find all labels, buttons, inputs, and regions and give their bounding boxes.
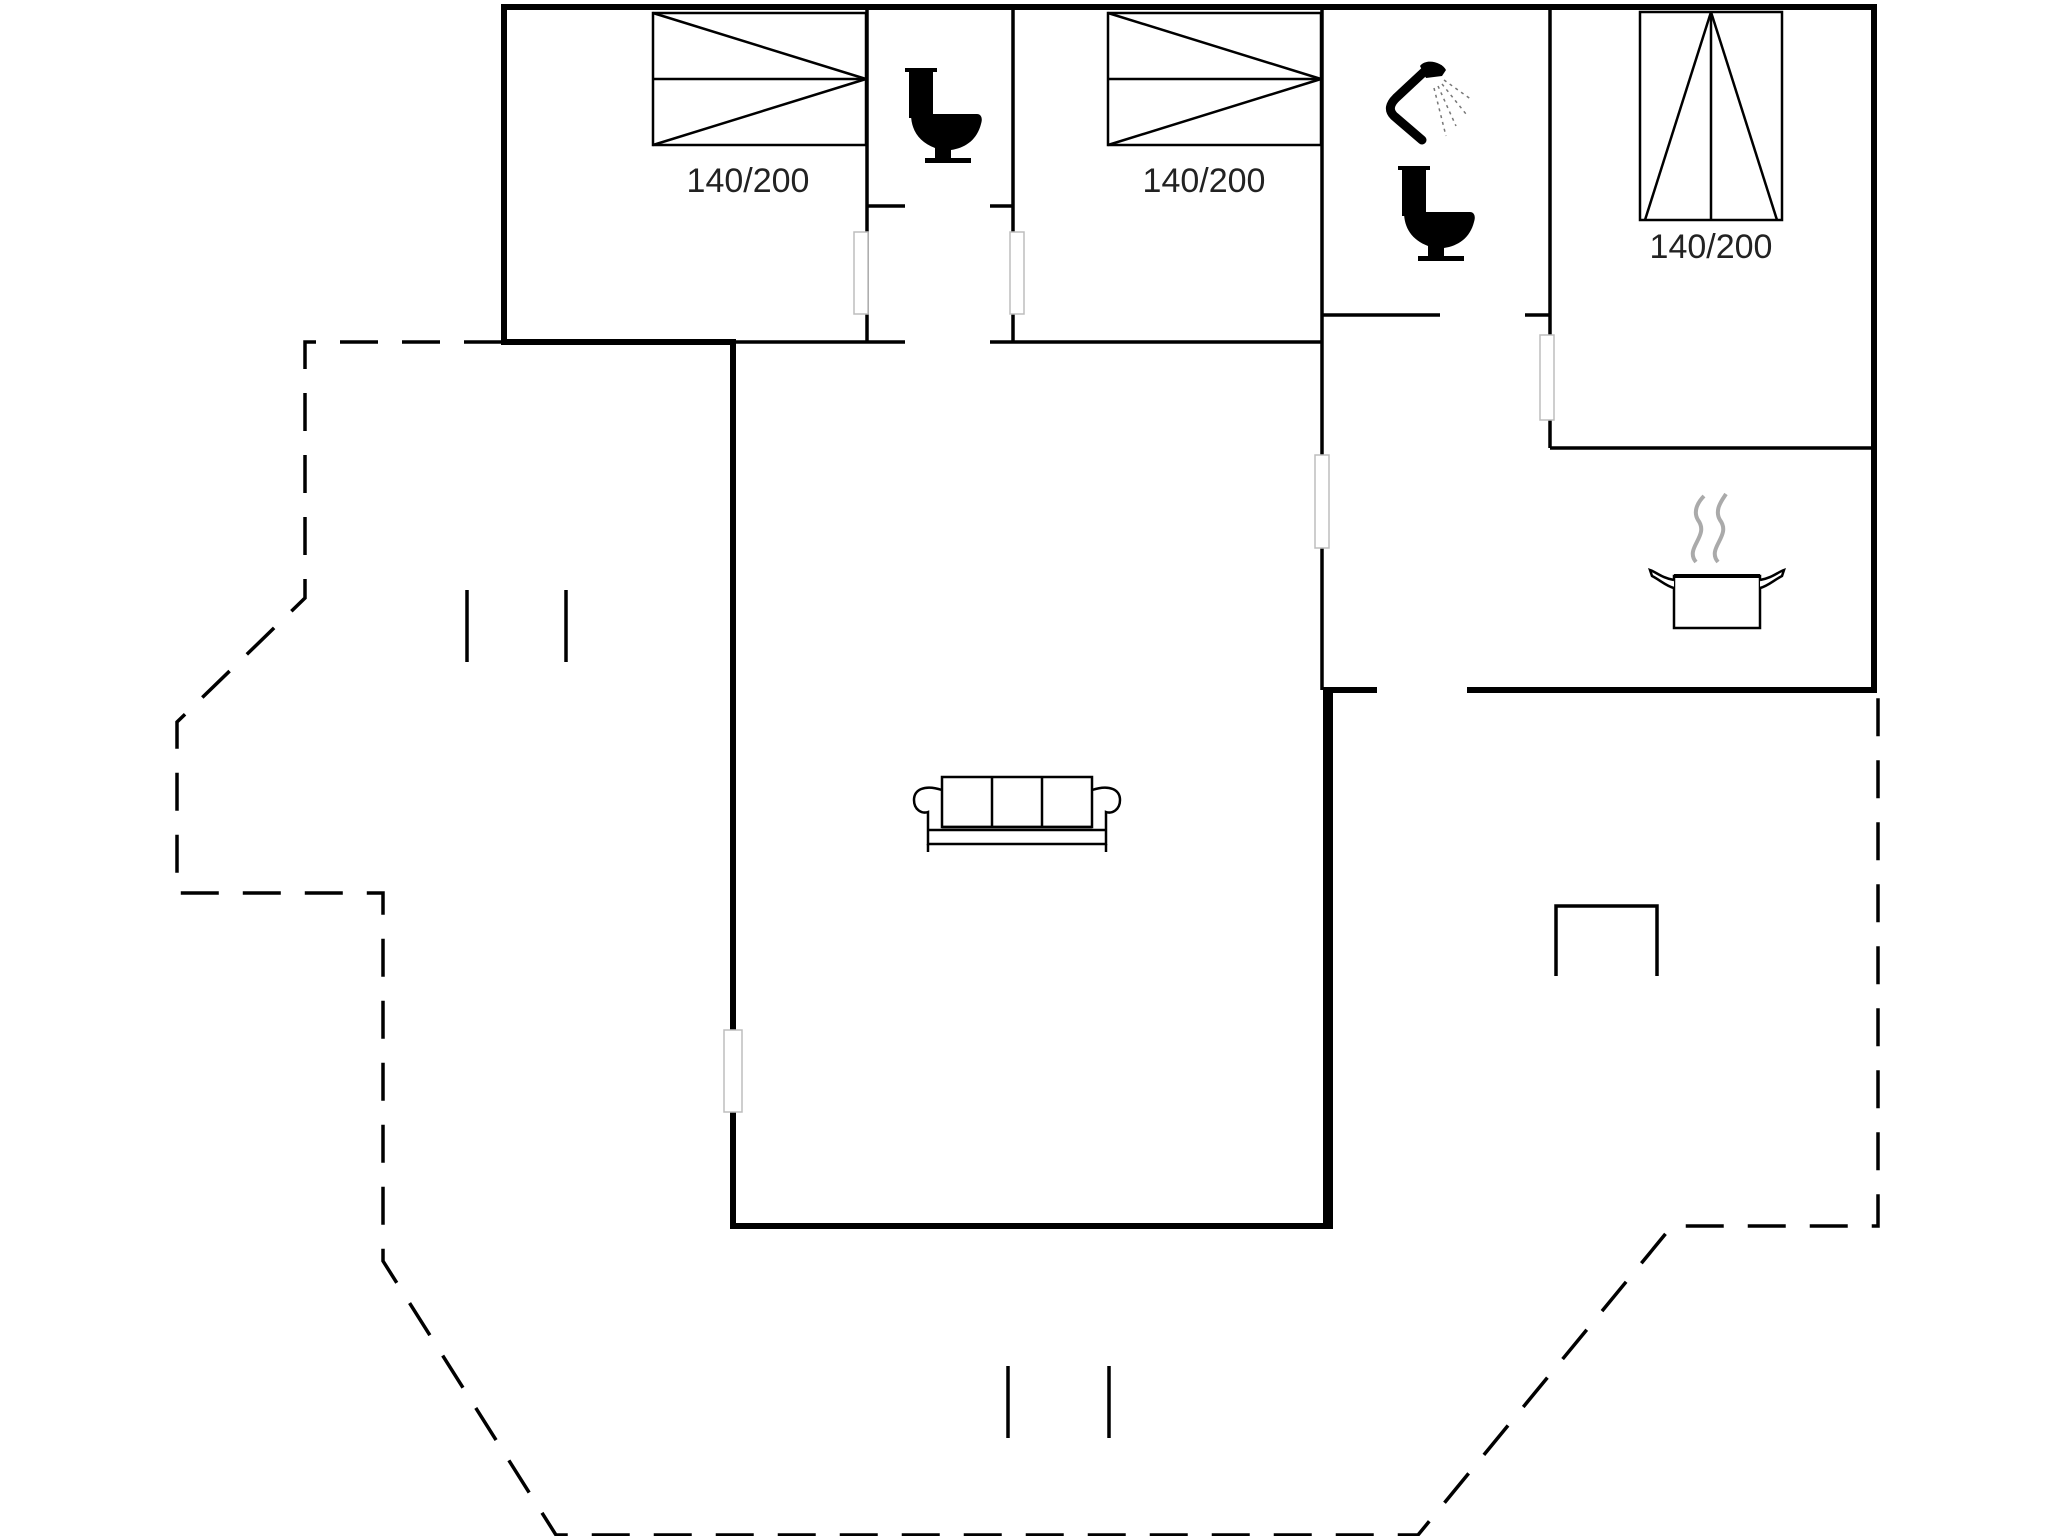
door-bed2 <box>1009 231 1025 315</box>
kitchen-door-opening <box>1377 682 1467 698</box>
bed-bedroom-2 <box>1106 11 1323 147</box>
door-jambs <box>853 231 1555 549</box>
bed-size-label-2: 140/200 <box>1143 162 1266 200</box>
toilet-icon <box>905 68 982 163</box>
terraces <box>175 340 1880 1536</box>
bed-size-label-1: 140/200 <box>687 162 810 200</box>
door-bed3 <box>1539 334 1555 421</box>
bed-bedroom-1 <box>651 11 868 147</box>
post-icon <box>1554 904 1659 976</box>
bed-size-label-3: 140/200 <box>1650 228 1773 266</box>
west-terrace-outline <box>175 340 1880 1536</box>
sofa-icon <box>912 775 1122 852</box>
living-west-window <box>723 1029 743 1113</box>
toilet-icon <box>1398 166 1475 261</box>
door-living-hall <box>1314 454 1330 549</box>
openings <box>722 682 1467 1113</box>
bed-bedroom-3 <box>1638 10 1784 222</box>
cooking-pot-icon <box>1648 492 1786 630</box>
door-bed1 <box>853 231 869 315</box>
kitchen-entry-wall <box>730 687 1333 1229</box>
post-markers <box>465 590 1659 1438</box>
shower-icon <box>1385 61 1473 145</box>
